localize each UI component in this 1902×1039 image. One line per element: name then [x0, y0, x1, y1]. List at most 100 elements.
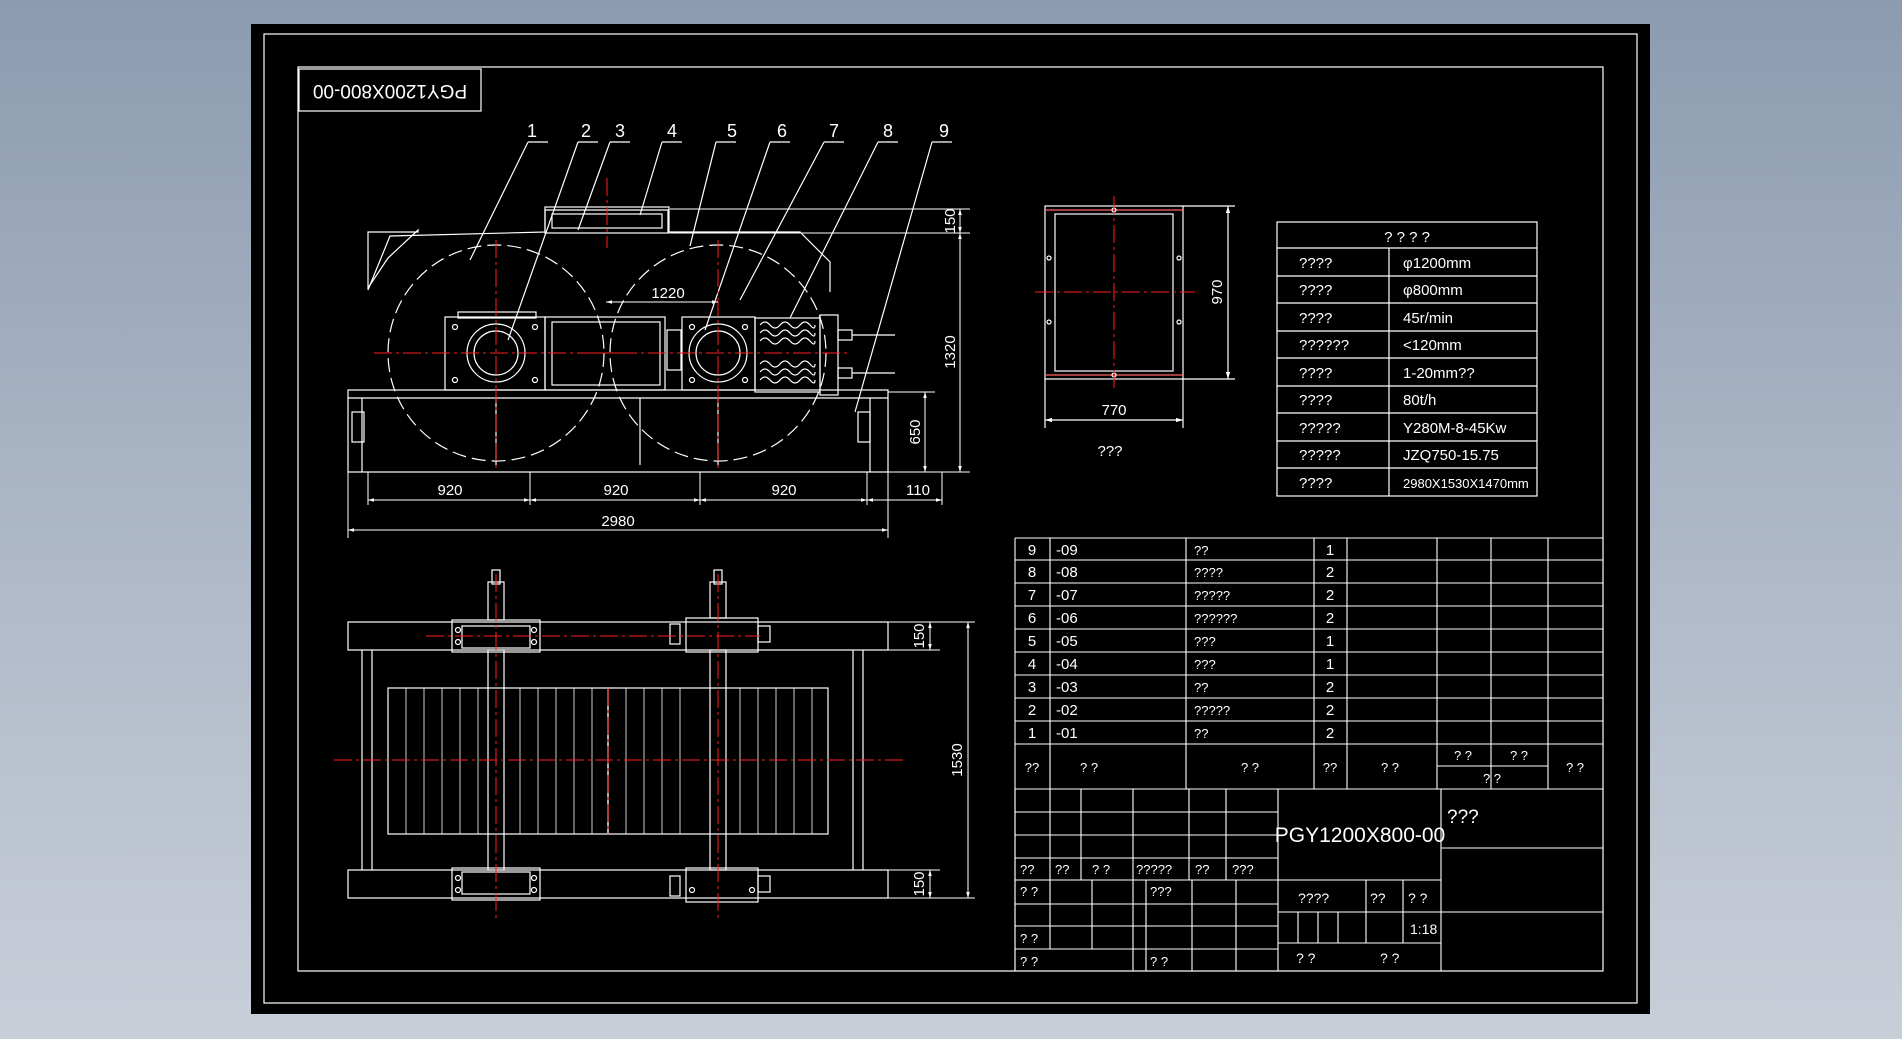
parts-header-weight-3: ? ?: [1483, 771, 1501, 786]
scale-label: ? ?: [1408, 890, 1428, 906]
part-no: 7: [1028, 587, 1036, 604]
spec-value: 45r/min: [1403, 310, 1453, 327]
spec-key: ????: [1299, 310, 1332, 327]
part-no: 5: [1028, 633, 1036, 650]
sign-row-label: ??: [1055, 862, 1069, 877]
sheet-label-2: ? ?: [1380, 950, 1400, 966]
inner-border: [297, 66, 1604, 972]
title-block: ?? ?? ? ? ????? ?? ??? ? ? ??? ? ? ? ? ?…: [1014, 789, 1603, 971]
housing-outline: [367, 228, 419, 290]
spec-table: ? ? ? ? ???? φ1200mm ???? φ800mm ???? 45…: [1276, 221, 1538, 497]
dim-2980: 2980: [601, 513, 634, 530]
part-qty: 1: [1326, 633, 1334, 650]
part-code: -03: [1056, 679, 1078, 696]
spec-key: ??????: [1299, 337, 1349, 354]
spec-key: ????: [1299, 282, 1332, 299]
spec-value: φ1200mm: [1403, 255, 1471, 272]
sign-row-label: ?????: [1136, 862, 1172, 877]
part-no: 3: [1028, 679, 1036, 696]
part-qty: 1: [1326, 542, 1334, 559]
sign-row-label: ??: [1195, 862, 1209, 877]
sheet-label-1: ? ?: [1296, 950, 1316, 966]
part-name: ?????: [1194, 703, 1230, 718]
dim-150-top-a: 150: [911, 623, 928, 648]
part-qty: 2: [1326, 679, 1334, 696]
dim-770: 770: [1101, 402, 1126, 419]
part-code: -08: [1056, 564, 1078, 581]
outer-border: [263, 33, 1638, 1004]
weight-label: ??: [1370, 890, 1386, 906]
approve-label: ? ?: [1150, 954, 1168, 969]
spec-key: ????: [1299, 255, 1332, 272]
part-code: -06: [1056, 610, 1078, 627]
dim-150-front: 150: [942, 208, 959, 233]
part-qty: 1: [1326, 656, 1334, 673]
top-frame-lower: [347, 869, 889, 899]
part-no: 2: [1028, 702, 1036, 719]
side-view-label: ???: [1097, 443, 1122, 460]
balloon-5: 5: [727, 121, 737, 141]
design-label: ? ?: [1020, 884, 1038, 899]
part-name: ??: [1194, 543, 1208, 558]
part-code: -05: [1056, 633, 1078, 650]
part-no: 8: [1028, 564, 1036, 581]
part-name: ???: [1194, 634, 1216, 649]
top-frame-upper: [347, 621, 889, 651]
parts-header-remark: ? ?: [1566, 760, 1584, 775]
balloon-numbers: 1 2 3 4 5 6 7 8 9: [527, 121, 949, 141]
part-qty: 2: [1326, 702, 1334, 719]
spec-value: JZQ750-15.75: [1403, 447, 1499, 464]
spec-value: φ800mm: [1403, 282, 1463, 299]
part-no: 6: [1028, 610, 1036, 627]
dim-150-top-b: 150: [911, 871, 928, 896]
dim-1530: 1530: [949, 743, 966, 776]
drawing-code-rotated: PGY1200X800-00: [313, 80, 467, 101]
parts-list: 9 -09 ?? 1 8 -08 ???? 2 7 -07 ????? 2 6 …: [1014, 537, 1603, 971]
spec-value: Y280M-8-45Kw: [1403, 420, 1507, 437]
dim-110: 110: [906, 482, 930, 499]
part-code: -01: [1056, 725, 1078, 742]
top-center-lines: [334, 574, 905, 918]
spring-assembly: [754, 314, 895, 396]
part-qty: 2: [1326, 725, 1334, 742]
part-qty: 2: [1326, 610, 1334, 627]
part-qty: 2: [1326, 564, 1334, 581]
part-name: ??????: [1194, 611, 1237, 626]
part-code: -09: [1056, 542, 1078, 559]
dim-970: 970: [1209, 279, 1226, 304]
title-block-part-name: ???: [1447, 807, 1479, 828]
spec-value: 1-20mm??: [1403, 365, 1475, 382]
part-name: ????: [1194, 565, 1223, 580]
part-name: ??: [1194, 726, 1208, 741]
parts-header-weight-2: ? ?: [1510, 748, 1528, 763]
balloon-4: 4: [667, 121, 677, 141]
part-no: 4: [1028, 656, 1036, 673]
stage-label: ????: [1298, 890, 1329, 906]
balloon-8: 8: [883, 121, 893, 141]
sign-row-label: ???: [1232, 862, 1254, 877]
balloon-9: 9: [939, 121, 949, 141]
dim-920-c: 920: [771, 482, 796, 499]
parts-header-weight-1: ? ?: [1454, 748, 1472, 763]
parts-header-name: ? ?: [1241, 760, 1259, 775]
process-label: ? ?: [1020, 954, 1038, 969]
balloon-1: 1: [527, 121, 537, 141]
parts-header-qty: ??: [1323, 760, 1337, 775]
spec-key: ?????: [1299, 447, 1341, 464]
spec-table-title: ? ? ? ?: [1384, 229, 1430, 246]
top-dimensions: [888, 621, 975, 899]
part-code: -07: [1056, 587, 1078, 604]
dim-1320: 1320: [942, 335, 959, 368]
parts-header-code: ? ?: [1080, 760, 1098, 775]
drawing-sheet: [251, 24, 1650, 1014]
scale-value: 1:18: [1410, 921, 1437, 937]
sign-row-label: ? ?: [1092, 862, 1110, 877]
front-center-lines: [374, 178, 850, 470]
front-dimensions: [347, 208, 970, 538]
spec-key: ?????: [1299, 420, 1341, 437]
sign-row-label: ??: [1020, 862, 1034, 877]
part-code: -04: [1056, 656, 1078, 673]
spec-key: ????: [1299, 365, 1332, 382]
part-name: ??: [1194, 680, 1208, 695]
